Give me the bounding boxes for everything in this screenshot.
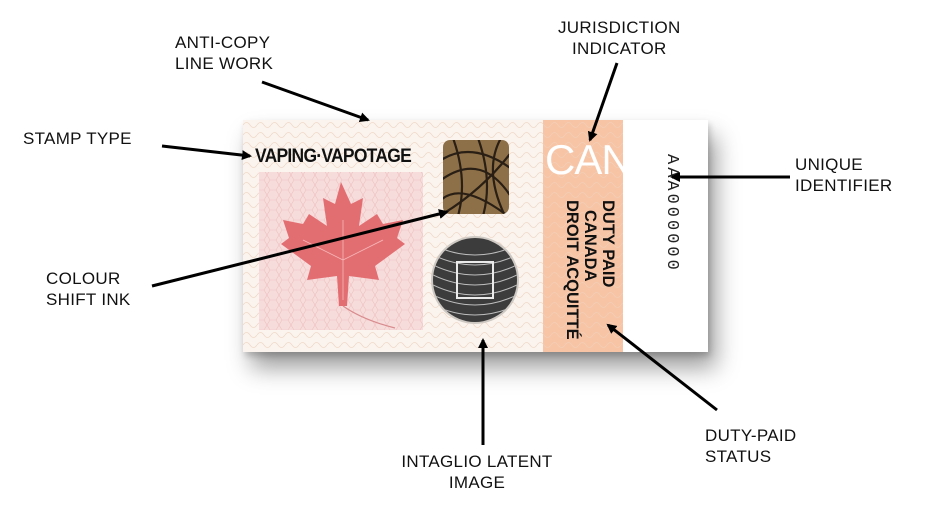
callout-stamp-type: STAMP TYPE [23, 128, 132, 149]
callout-unique-identifier: UNIQUE IDENTIFIER [795, 154, 892, 196]
duty-line-3: DROIT ACQUITTÉ [563, 200, 581, 340]
unique-identifier: AAA000000 [662, 154, 681, 273]
duty-line-2: CANADA [581, 210, 599, 282]
arrow-anti-copy [261, 80, 370, 123]
callout-line: INDICATOR [572, 39, 667, 58]
callout-anti-copy-line-work: ANTI-COPY LINE WORK [175, 32, 273, 74]
jurisdiction-code: CAN [545, 136, 632, 183]
callout-line: COLOUR [46, 269, 121, 288]
callout-duty-paid-status: DUTY-PAID STATUS [705, 425, 797, 467]
colour-shift-ink-patch [443, 140, 509, 214]
arrow-stamp-type [161, 144, 252, 161]
duty-line-1: DUTY PAID [599, 200, 617, 288]
callout-jurisdiction-indicator: JURISDICTION INDICATOR [558, 17, 681, 59]
callout-line: IDENTIFIER [795, 176, 893, 195]
callout-line: JURISDICTION [558, 18, 681, 37]
callout-intaglio-latent-image: INTAGLIO LATENT IMAGE [392, 451, 562, 493]
stamp-type-text: VAPING·VAPOTAGE [255, 146, 412, 167]
callout-line: UNIQUE [795, 155, 863, 174]
callout-line: LINE WORK [175, 54, 274, 73]
callout-line: DUTY-PAID [705, 426, 797, 445]
duty-paid-text: DUTY PAID CANADA DROIT ACQUITTÉ [533, 200, 629, 340]
callout-line: IMAGE [448, 473, 506, 492]
callout-line: ANTI-COPY [175, 33, 271, 52]
identifier-strip [623, 120, 708, 352]
tax-stamp: VAPING·VAPOTAGE CAN DUTY PAID CANADA DRO… [243, 120, 708, 352]
callout-line: STATUS [705, 447, 772, 466]
callout-colour-shift-ink: COLOUR SHIFT INK [46, 268, 131, 310]
callout-line: SHIFT INK [46, 290, 131, 309]
callout-line: STAMP TYPE [23, 129, 132, 148]
callout-line: INTAGLIO LATENT [401, 452, 553, 471]
